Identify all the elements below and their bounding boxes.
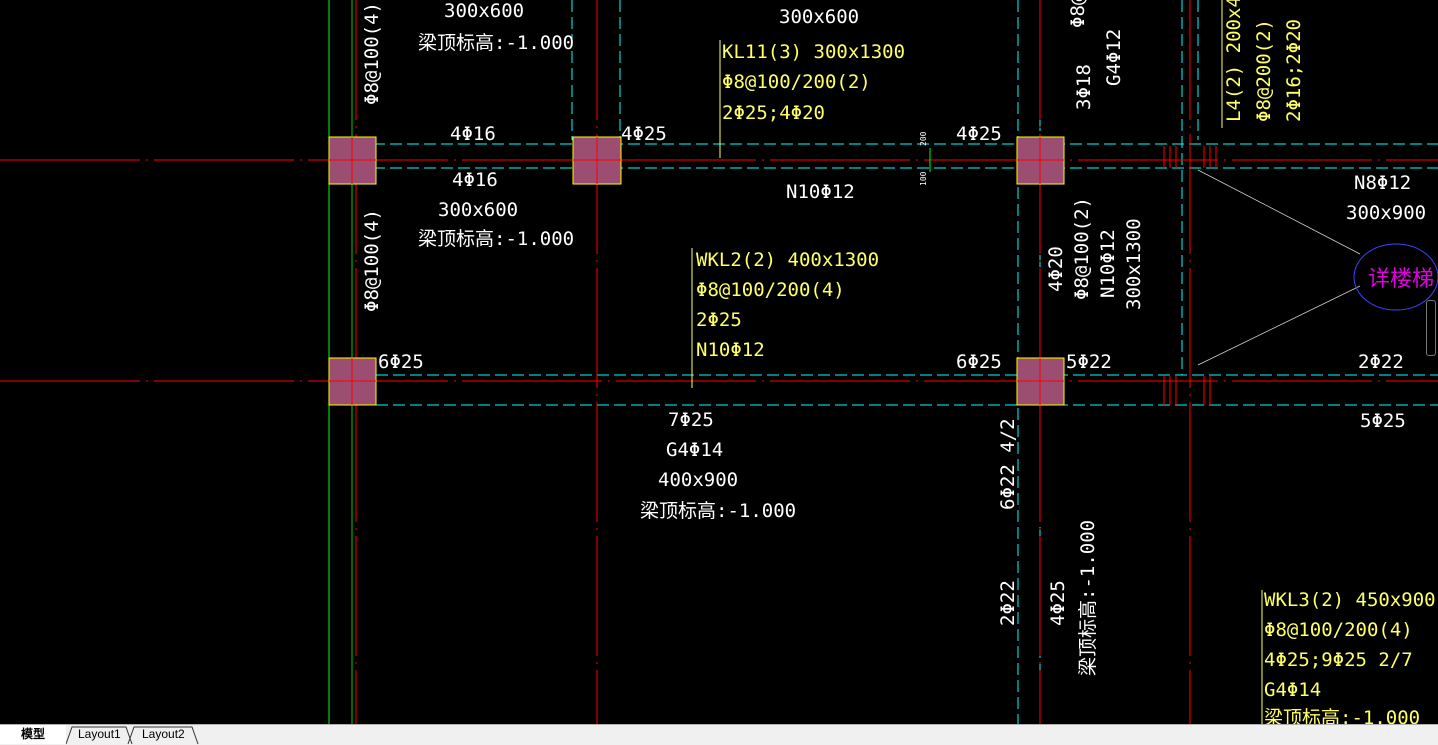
stirrup-label: Φ8@100(2) — [1071, 197, 1093, 300]
column[interactable] — [328, 357, 377, 406]
beam-callout-title: WKL2(2) 400x1300 — [696, 249, 879, 271]
rebar-label: 3Φ18 — [1073, 64, 1095, 110]
beam-elevation-label: 梁顶标高:-1.000 — [1077, 520, 1099, 676]
beam-elevation-label: 梁顶标高:-1.000 — [640, 500, 796, 522]
top-rebar-label: 6Φ25 — [956, 351, 1002, 373]
top-rebar-label: 4Φ16 — [450, 123, 496, 145]
dimension-text: 100 — [919, 171, 928, 186]
beam-callout-torsion: G4Φ14 — [1264, 679, 1321, 701]
top-rebar-label: 6Φ25 — [378, 351, 424, 373]
bottom-rebar-label: 5Φ25 — [1360, 410, 1406, 432]
beam-callout-stirrup: Φ8@100/200(2) — [722, 71, 871, 93]
beam-size-label: 300x900 — [1346, 202, 1426, 224]
top-rebar-label: 4Φ25 — [956, 123, 1002, 145]
white-annotations: 300x600 梁顶标高:-1.000 300x600 Φ8@100(4) 3Φ… — [361, 0, 1426, 676]
top-rebar-label: 4Φ25 — [621, 123, 667, 145]
rebar-label: 2Φ22 — [997, 580, 1019, 626]
stirrup-label: Φ8@100(4) — [361, 209, 383, 312]
beam-elevation-label: 梁顶标高:-1.000 — [418, 228, 574, 250]
top-rebar-label: 2Φ22 — [1358, 351, 1404, 373]
beam-callout-title: KL11(3) 300x1300 — [722, 41, 905, 63]
beam-callout-elevation: 梁顶标高:-1.000 — [1264, 707, 1420, 724]
stirrup-label: Φ8@100(2) — [1067, 0, 1089, 28]
tab-model[interactable]: 模型 — [0, 725, 66, 744]
rebar-label: 4Φ25 — [1047, 580, 1069, 626]
beam-callout-title: WKL3(2) 450x900 — [1264, 589, 1436, 611]
beam-size-label: 300x600 — [438, 199, 518, 221]
drawing-canvas[interactable]: 300x600 梁顶标高:-1.000 300x600 Φ8@100(4) 3Φ… — [0, 0, 1438, 724]
leader-lines — [691, 0, 1263, 724]
beam-callout-rebar: 2Φ25 — [696, 309, 742, 331]
stair-callout-ellipse[interactable] — [1353, 243, 1438, 311]
vertical-scroll-handle[interactable] — [1426, 300, 1436, 356]
beam-callout-stirrup: Φ8@200(2) — [1253, 19, 1275, 122]
horizontal-beam-edges — [356, 143, 1438, 406]
tab-layout1[interactable]: Layout1 — [78, 727, 121, 741]
beam-callout-rebar: 4Φ25;9Φ25 2/7 — [1264, 649, 1413, 671]
column[interactable] — [572, 136, 622, 185]
beam-callout-torsion: N10Φ12 — [696, 339, 765, 361]
beam-size-label: 300x600 — [444, 0, 524, 22]
rebar-label: G4Φ12 — [1103, 29, 1125, 86]
stirrup-label: Φ8@100(4) — [361, 2, 383, 105]
rebar-label: 4Φ20 — [1045, 246, 1067, 292]
tab-layout2[interactable]: Layout2 — [142, 727, 185, 741]
layout-tab-bar: 模型 Layout1 Layout2 — [0, 724, 1438, 745]
beam-callout-stirrup: Φ8@100/200(4) — [1264, 619, 1413, 641]
beam-callout-rebar: 2Φ16;2Φ20 — [1283, 19, 1305, 122]
rebar-ticks — [1163, 146, 1217, 405]
rebar-label: 6Φ22 4/2 — [997, 418, 1019, 510]
torsion-rebar-label: N10Φ12 — [1097, 229, 1119, 298]
beam-callout-rebar: 2Φ25;4Φ20 — [722, 102, 825, 124]
yellow-annotations: KL11(3) 300x1300 Φ8@100/200(2) 2Φ25;4Φ20… — [696, 0, 1436, 724]
beam-callout-title: L4(2) 200x400 — [1223, 0, 1245, 122]
torsion-rebar-label: N10Φ12 — [786, 181, 855, 203]
stair-callout-text[interactable]: 详楼梯 — [1368, 267, 1434, 292]
columns[interactable] — [328, 136, 1065, 406]
beam-size-label: 300x1300 — [1123, 218, 1145, 310]
bottom-rebar-label: 7Φ25 — [668, 409, 714, 431]
torsion-rebar-label: N8Φ12 — [1354, 172, 1411, 194]
column[interactable] — [328, 136, 377, 185]
column[interactable] — [1016, 136, 1065, 185]
top-rebar-label: 5Φ22 — [1066, 351, 1112, 373]
cad-drawing[interactable]: 300x600 梁顶标高:-1.000 300x600 Φ8@100(4) 3Φ… — [0, 0, 1438, 724]
beam-elevation-label: 梁顶标高:-1.000 — [418, 32, 574, 54]
stair-lines — [1197, 169, 1361, 366]
column[interactable] — [1016, 357, 1065, 406]
beam-size-label: 300x600 — [779, 6, 859, 28]
tab-outline — [65, 726, 199, 745]
beam-callout-stirrup: Φ8@100/200(4) — [696, 279, 845, 301]
beam-size-label: 400x900 — [658, 469, 738, 491]
torsion-rebar-label: G4Φ14 — [666, 439, 723, 461]
dimension-text: 200 — [919, 131, 928, 146]
bottom-rebar-label: 4Φ16 — [452, 169, 498, 191]
